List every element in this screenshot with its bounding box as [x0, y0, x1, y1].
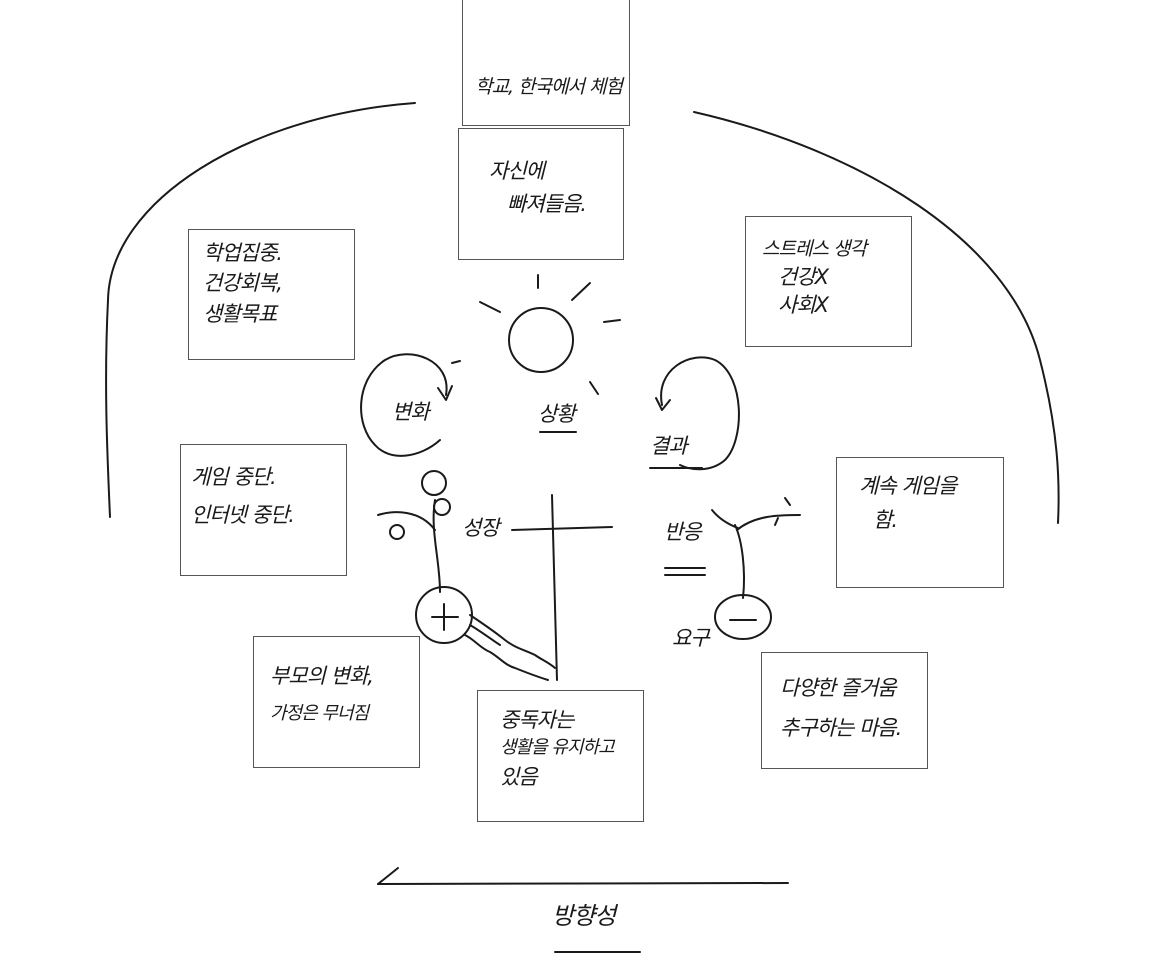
label-demand: 요구 — [672, 626, 710, 650]
label-result: 결과 — [650, 434, 688, 458]
loop-arrow-right — [660, 356, 740, 471]
arrow-head — [655, 397, 671, 411]
note-line: 생활목표 — [203, 301, 277, 326]
wavy-edge — [469, 624, 501, 646]
wavy-edge — [464, 634, 549, 681]
sun-icon — [508, 307, 574, 373]
plant-stem-right — [734, 524, 746, 599]
loop-arrow-left — [360, 353, 448, 457]
label-direction: 방향성 — [552, 902, 616, 930]
note-bottom-right: 다양한 즐거움 추구하는 마음. — [761, 652, 928, 769]
note-line: 가정은 무너짐 — [270, 702, 369, 724]
cross-vertical — [551, 494, 558, 681]
sun-ray — [603, 319, 621, 323]
note-mid-right: 계속 게임을 함. — [836, 457, 1004, 588]
sun-ray — [571, 282, 591, 301]
note-line: 게임 중단. — [191, 465, 277, 489]
note-line: 함. — [873, 507, 898, 532]
sun-ray — [589, 381, 599, 395]
note-top-left: 학업집중. 건강회복, 생활목표 — [188, 229, 355, 360]
cross-horizontal — [511, 526, 613, 531]
note-line: 건강회복, — [203, 271, 283, 296]
note-line: 다양한 즐거움 — [780, 676, 897, 700]
note-line: 건강X — [778, 264, 829, 289]
outer-arc-right — [693, 111, 1060, 524]
note-line: 계속 게임을 — [859, 474, 957, 498]
note-top-right: 스트레스 생각 건강X 사회X — [745, 216, 912, 347]
label-growth: 성장 — [462, 516, 500, 540]
sun-ray — [451, 360, 461, 364]
seed-plus — [415, 586, 473, 644]
note-line: 있음 — [500, 764, 538, 789]
note-line: 학교, 한국에서 체험 — [475, 76, 623, 98]
label-change: 변화 — [392, 400, 430, 424]
outer-arc-left — [105, 102, 416, 518]
seed-minus — [714, 594, 772, 640]
note-top-center: 자신에 빠져들음. — [458, 128, 624, 260]
note-line: 생활을 유지하고 — [500, 737, 615, 759]
note-line: 중독자는 — [500, 708, 574, 732]
note-top-header: 학교, 한국에서 체험 — [462, 0, 630, 126]
note-line: 사회X — [778, 292, 829, 317]
sun-ray — [479, 301, 501, 313]
note-bottom-left: 부모의 변화, 가정은 무너짐 — [253, 636, 420, 768]
wavy-edge — [469, 614, 556, 669]
note-line: 추구하는 마음. — [780, 715, 902, 740]
note-line: 빠져들음. — [507, 191, 587, 216]
note-line: 인터넷 중단. — [191, 502, 295, 527]
base-line — [377, 882, 789, 885]
label-response: 반응 — [664, 520, 702, 544]
note-line: 학업집중. — [203, 241, 283, 265]
label-situation: 상황 — [538, 402, 576, 426]
note-line: 자신에 — [489, 159, 545, 183]
note-bottom-center: 중독자는 생활을 유지하고 있음 — [477, 690, 644, 822]
arrow-head — [437, 385, 453, 401]
note-mid-left: 게임 중단. 인터넷 중단. — [180, 444, 347, 576]
note-line: 부모의 변화, — [270, 664, 374, 688]
note-line: 스트레스 생각 — [762, 238, 867, 260]
